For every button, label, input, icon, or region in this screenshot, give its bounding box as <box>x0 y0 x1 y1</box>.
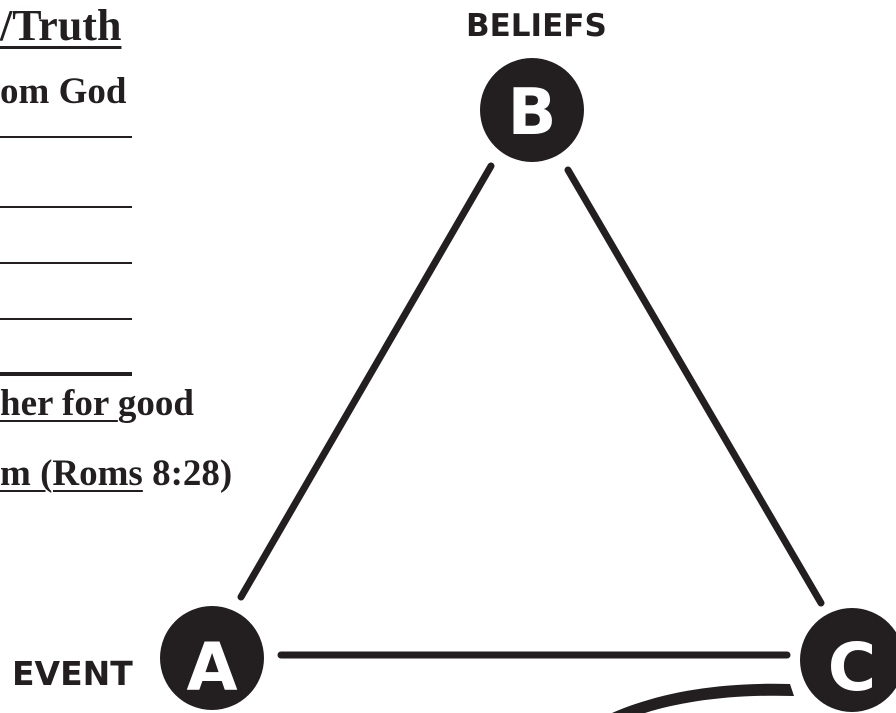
fill-in-line-5 <box>0 372 132 376</box>
node-a-circle <box>160 606 264 710</box>
verse-line-2: m (Roms 8:28) <box>0 452 232 495</box>
fill-in-line-2 <box>0 206 132 208</box>
fill-in-line-4 <box>0 318 132 320</box>
label-event: EVENT <box>12 654 133 693</box>
verse-line-1-underlined: her for <box>0 383 118 424</box>
verse-line-2-underlined: m (Roms <box>0 453 143 494</box>
swoosh-curve <box>612 683 794 713</box>
node-c-letter: C <box>828 629 876 706</box>
verse-line-2-rest: 8:28) <box>142 453 233 494</box>
edge-b-a <box>237 162 495 601</box>
fill-in-line-3 <box>0 262 132 264</box>
node-b-circle <box>480 58 584 162</box>
edge-b-c <box>564 166 825 607</box>
node-c: C <box>800 608 896 712</box>
node-b-letter: B <box>508 76 557 150</box>
node-b: B <box>480 58 584 162</box>
verse-line-1-rest: good <box>117 383 194 424</box>
fill-in-line-1 <box>0 136 132 138</box>
verse-line-1: her for good <box>0 382 194 425</box>
node-c-circle <box>800 608 896 712</box>
worksheet-heading: /Truth <box>0 1 122 50</box>
label-beliefs: BELIEFS <box>466 8 607 44</box>
node-a: A <box>160 606 264 710</box>
worksheet-subheading: om God <box>0 71 127 112</box>
node-a-letter: A <box>186 629 237 706</box>
